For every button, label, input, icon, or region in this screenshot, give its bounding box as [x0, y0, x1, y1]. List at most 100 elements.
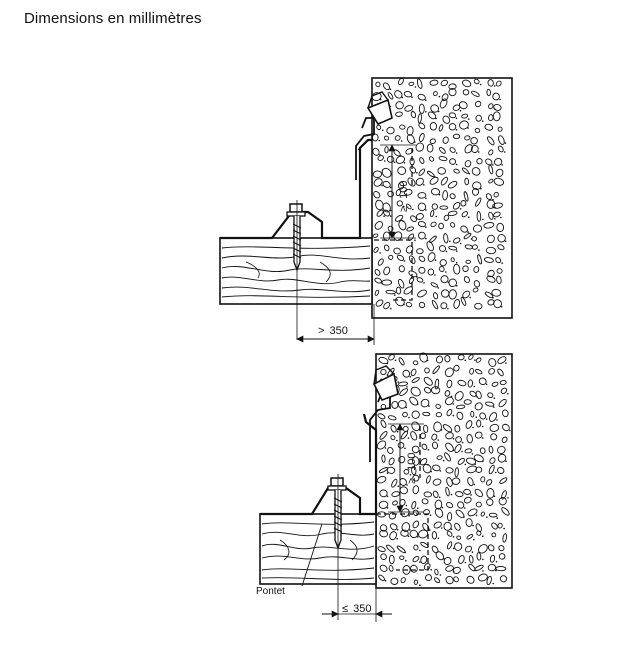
- aggregate-stone: [453, 298, 461, 309]
- aggregate-stone: [462, 79, 472, 88]
- aggregate-stone: [493, 299, 502, 309]
- aggregate-stone: [434, 378, 440, 390]
- aggregate-stone: [479, 412, 487, 420]
- aggregate-stone: [420, 398, 430, 408]
- aggregate-stone: [397, 166, 407, 175]
- aggregate-stone: [406, 226, 414, 232]
- aggregate-stone: [461, 167, 469, 174]
- aggregate-stone: [467, 508, 478, 517]
- aggregate-stone: [497, 126, 503, 132]
- aggregate-stone: [461, 211, 468, 218]
- aggregate-grain: [407, 437, 410, 439]
- aggregate-stone: [410, 431, 418, 441]
- aggregate-stone: [444, 367, 454, 378]
- aggregate-grain: [452, 449, 455, 452]
- aggregate-grain: [468, 172, 471, 175]
- aggregate-grain: [452, 437, 455, 440]
- aggregate-grain: [428, 405, 430, 407]
- aggregate-stone: [430, 282, 439, 288]
- aggregate-grain: [455, 285, 458, 287]
- aggregate-grain: [455, 250, 458, 252]
- aggregate-stone: [411, 410, 420, 419]
- aggregate-stone: [474, 402, 483, 411]
- aggregate-grain: [504, 151, 506, 153]
- aggregate-grain: [437, 287, 440, 289]
- aggregate-stone: [446, 541, 453, 550]
- aggregate-grain: [425, 209, 427, 211]
- aggregate-grain: [389, 215, 392, 217]
- aggregate-stone: [409, 529, 419, 539]
- aggregate-grain: [485, 383, 488, 386]
- aggregate-stone: [395, 189, 402, 196]
- aggregate-grain: [439, 470, 442, 472]
- aggregate-grain: [493, 495, 496, 498]
- aggregate-stone: [443, 556, 452, 566]
- aggregate-stone: [423, 376, 433, 386]
- aggregate-stone: [454, 443, 462, 454]
- aggregate-stone: [457, 501, 465, 509]
- aggregate-stone: [408, 255, 416, 264]
- aggregate-stone: [430, 104, 440, 113]
- aggregate-stone: [467, 379, 473, 388]
- aggregate-stone: [418, 255, 426, 262]
- aggregate-stone: [453, 364, 460, 372]
- aggregate-stone: [376, 209, 384, 217]
- aggregate-grain: [478, 151, 480, 153]
- aggregate-stone: [446, 530, 453, 537]
- aggregate-stone: [422, 463, 432, 474]
- aggregate-stone: [496, 268, 503, 274]
- aggregate-stone: [440, 289, 450, 298]
- aggregate-stone: [397, 399, 407, 409]
- aggregate-grain: [474, 463, 476, 466]
- aggregate-stone: [474, 369, 483, 375]
- aggregate-grain: [389, 186, 392, 189]
- aggregate-grain: [455, 152, 458, 154]
- aggregate-stone: [430, 188, 441, 196]
- aggregate-stone: [428, 111, 437, 120]
- aggregate-stone: [476, 530, 482, 536]
- aggregate-grain: [386, 495, 389, 498]
- aggregate-stone: [452, 237, 461, 244]
- aggregate-stone: [486, 488, 495, 499]
- aggregate-stone: [476, 552, 482, 561]
- aggregate-stone: [437, 167, 446, 175]
- aggregate-grain: [407, 535, 410, 537]
- aggregate-stone: [495, 80, 502, 87]
- aggregate-stone: [381, 279, 393, 286]
- aggregate-stone: [413, 544, 419, 551]
- vertical-dimension-value-bottom: 100: [406, 453, 418, 471]
- aggregate-stone: [485, 401, 495, 407]
- aggregate-stone: [425, 574, 432, 582]
- aggregate-stone: [434, 577, 441, 584]
- aggregate-stone: [383, 244, 390, 252]
- bolt-fastener-bottom: [327, 474, 347, 620]
- aggregate-stone: [374, 277, 382, 284]
- aggregate-stone: [493, 103, 502, 111]
- aggregate-grain: [424, 99, 427, 101]
- aggregate-stone: [476, 419, 482, 428]
- aggregate-stone: [469, 367, 474, 375]
- aggregate-stone: [380, 368, 387, 376]
- aggregate-stone: [485, 479, 493, 486]
- page-title: Dimensions en millimètres: [24, 10, 202, 27]
- aggregate-grain: [494, 471, 497, 474]
- aggregate-grain: [417, 507, 419, 510]
- aggregate-grain: [481, 425, 484, 428]
- aggregate-grain: [405, 406, 408, 409]
- aggregate-stone: [418, 266, 426, 274]
- aggregate-grain: [393, 550, 396, 553]
- aggregate-stone: [496, 222, 505, 232]
- aggregate-stone: [467, 477, 474, 487]
- aggregate-stone: [444, 396, 454, 406]
- aggregate-stone: [432, 365, 440, 374]
- aggregate-stone: [416, 277, 424, 283]
- aggregate-grain: [441, 506, 444, 509]
- aggregate-stone: [405, 301, 413, 308]
- aggregate-grain: [459, 109, 462, 112]
- aggregate-stone: [498, 553, 506, 560]
- aggregate-stone: [492, 111, 501, 122]
- aggregate-stone: [501, 436, 508, 443]
- aggregate-stone: [466, 433, 473, 444]
- bolt-fastener-top: [286, 200, 306, 340]
- aggregate-stone: [376, 124, 382, 130]
